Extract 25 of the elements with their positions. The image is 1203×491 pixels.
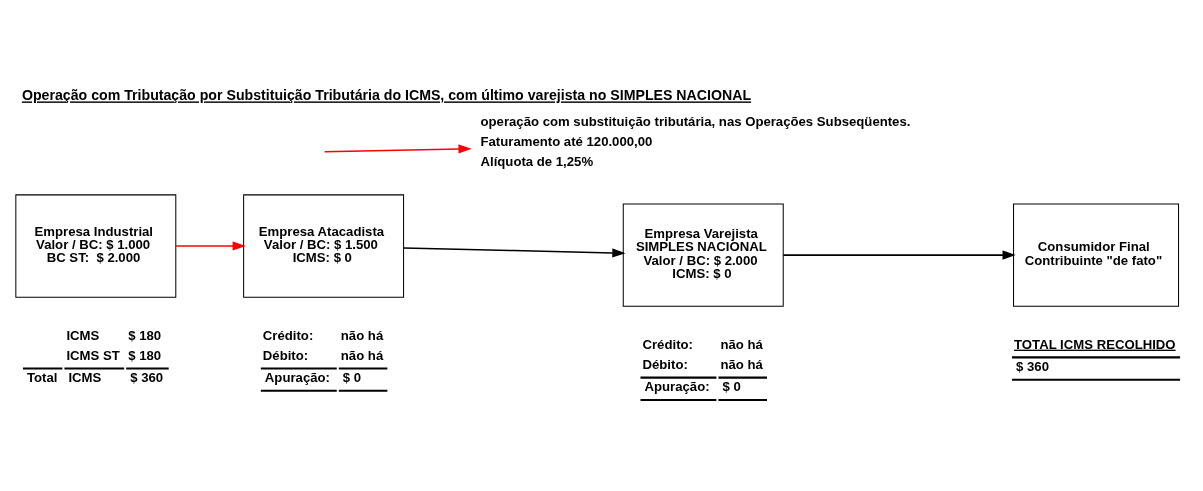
label: $ 180: [128, 327, 162, 343]
label: não há: [340, 347, 384, 363]
label: Débito:: [262, 347, 309, 363]
label: $ 360: [1016, 358, 1050, 374]
label: não há: [340, 327, 384, 343]
label: $ 360: [130, 370, 164, 386]
label: não há: [720, 336, 763, 352]
label: Apuração:: [264, 370, 330, 386]
label: ICMS: [66, 327, 100, 343]
label: ICMS ST: [66, 347, 120, 363]
label: $ 180: [128, 347, 162, 363]
label: TOTAL ICMS RECOLHIDO: [1014, 336, 1176, 352]
label: $ 0: [342, 370, 362, 386]
label: Total: [26, 370, 58, 386]
label: Alíquota de 1,25%: [480, 154, 594, 170]
label: Crédito:: [262, 327, 314, 343]
label: não há: [720, 356, 763, 372]
label: $ 0: [722, 379, 741, 395]
label: Débito:: [642, 356, 688, 372]
label: Apuração:: [644, 379, 710, 395]
diagram-title: Operação com Tributação por Substituição Tributária do ICMS, com último varejista no SIMPLES NACIONAL: [21, 87, 752, 104]
label: ICMS: [68, 370, 102, 386]
label: Crédito:: [642, 336, 693, 352]
legend-label: operação com substituição tributária, nas Operações Subseqüentes.: [480, 113, 911, 129]
label: Faturamento até 120.000,00: [480, 134, 653, 150]
